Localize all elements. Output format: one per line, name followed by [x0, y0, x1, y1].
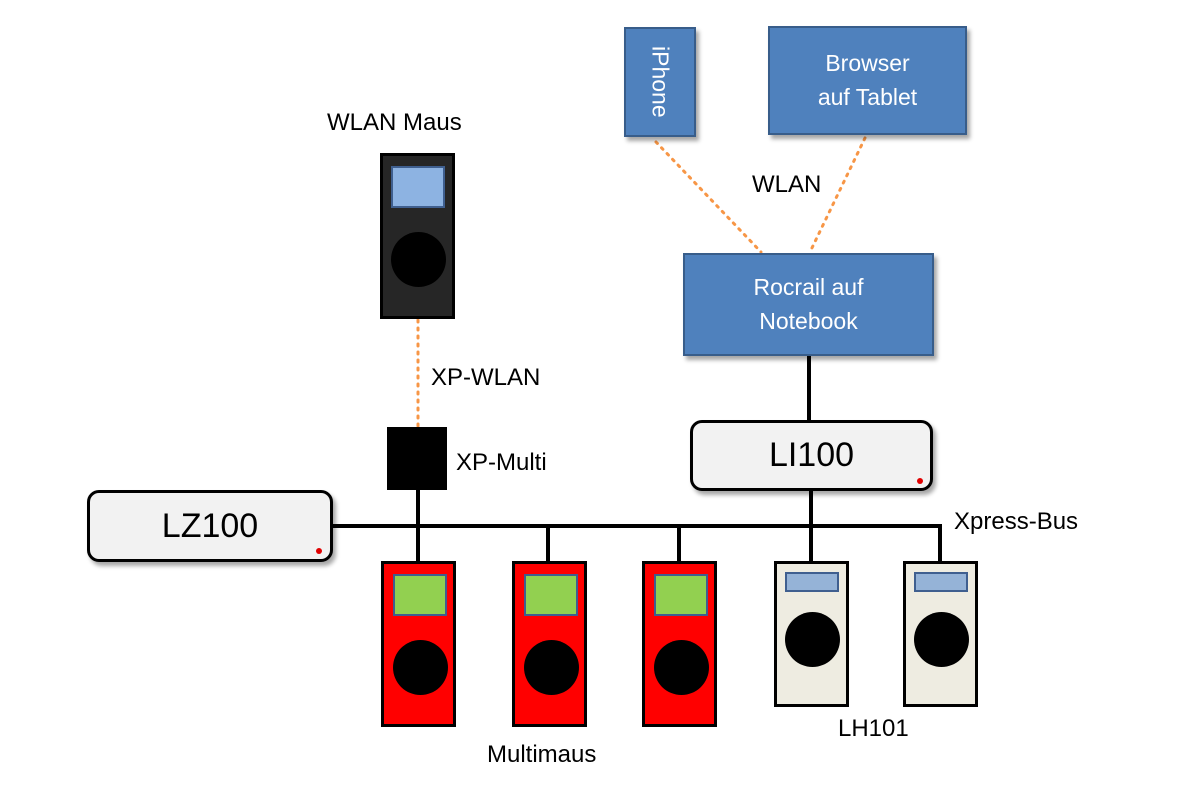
lh101-device-1: [774, 561, 849, 707]
wlan-label: WLAN: [752, 171, 822, 198]
lh101-wheel-icon: [914, 612, 969, 667]
browser-tablet-label: Browser auf Tablet: [817, 50, 918, 110]
lh101-device-2: [903, 561, 978, 707]
li100-station: LI100: [690, 420, 933, 491]
wlan-link-iphone: [654, 140, 763, 254]
lh101-screen-icon: [914, 572, 968, 592]
multimaus-screen-icon: [654, 574, 708, 616]
rocrail-notebook-box: Rocrail auf Notebook: [683, 253, 934, 356]
lh101-screen-icon: [785, 572, 839, 592]
xp-multi-icon: [387, 427, 447, 490]
li100-label: LI100: [768, 436, 855, 474]
lh101-label: LH101: [838, 715, 909, 742]
wlan-maus-wheel-icon: [391, 232, 446, 287]
lz100-station: LZ100: [87, 490, 333, 562]
xp-multi-label: XP-Multi: [456, 449, 547, 476]
xp-wlan-label: XP-WLAN: [431, 364, 541, 391]
xpress-bus-label: Xpress-Bus: [954, 508, 1079, 535]
li100-led-icon: [917, 478, 923, 484]
multimaus-wheel-icon: [524, 640, 579, 695]
wlan-maus-device: [380, 153, 455, 319]
iphone-box: iPhone: [624, 27, 696, 137]
multimaus-wheel-icon: [654, 640, 709, 695]
lz100-led-icon: [316, 548, 322, 554]
wlan-link-browser: [808, 136, 867, 254]
multimaus-wheel-icon: [393, 640, 448, 695]
lz100-label: LZ100: [161, 506, 259, 545]
multimaus-device-2: [512, 561, 587, 727]
lh101-wheel-icon: [785, 612, 840, 667]
multimaus-label: Multimaus: [487, 741, 597, 768]
browser-tablet-box: Browser auf Tablet: [768, 26, 967, 135]
rocrail-notebook-label: Rocrail auf Notebook: [753, 274, 864, 334]
multimaus-screen-icon: [524, 574, 578, 616]
wlan-maus-label: WLAN Maus: [327, 109, 462, 136]
wlan-maus-screen-icon: [391, 166, 445, 208]
iphone-label: iPhone: [647, 46, 674, 118]
multimaus-screen-icon: [393, 574, 447, 616]
multimaus-device-1: [381, 561, 456, 727]
multimaus-device-3: [642, 561, 717, 727]
